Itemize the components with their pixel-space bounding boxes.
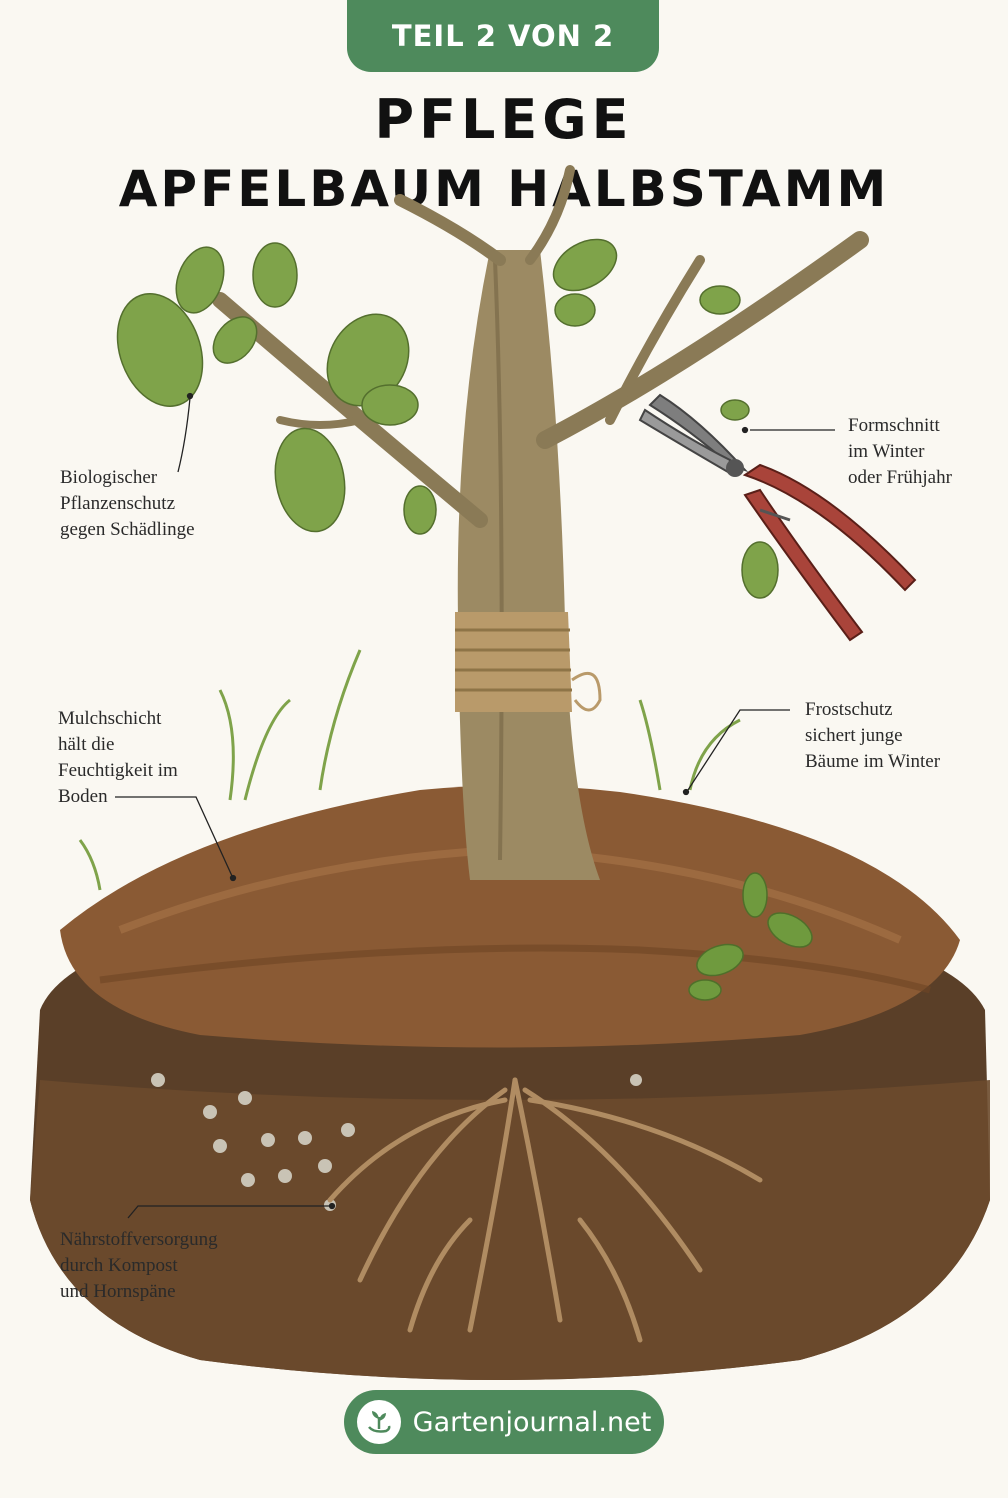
- annotation-frost: Frostschutz sichert junge Bäume im Winte…: [805, 699, 941, 772]
- part-badge: TEIL 2 VON 2: [347, 0, 659, 72]
- footer-site-name: Gartenjournal.net: [412, 1406, 652, 1438]
- grass: [78, 649, 741, 891]
- mulch-mound: [60, 785, 960, 1048]
- sprout-hand-icon: [356, 1400, 401, 1444]
- tree-trunk: [457, 250, 600, 880]
- tree-roots: [327, 1077, 763, 1343]
- annotation-pest-control: Biologischer Pflanzenschutz gegen Schädl…: [60, 467, 195, 540]
- footer-brand[interactable]: Gartenjournal.net: [344, 1390, 664, 1454]
- seedling: [688, 872, 813, 1001]
- burlap-wrap: [455, 612, 602, 712]
- annotation-nutrients: Nährstoffversorgung durch Kompost und Ho…: [60, 1229, 218, 1302]
- title-line-2: APFELBAUM HALBSTAMM: [118, 160, 890, 218]
- pruning-shears-icon: [638, 393, 917, 642]
- annotation-pruning: Formschnitt im Winter oder Frühjahr: [848, 415, 952, 488]
- annotation-mulch: Mulchschicht hält die Feuchtigkeit im Bo…: [58, 708, 178, 807]
- title-line-1: PFLEGE: [374, 88, 634, 151]
- leader-lines: [115, 392, 835, 1219]
- tree-leaves: [116, 238, 779, 599]
- nutrient-pellets: [151, 1073, 642, 1211]
